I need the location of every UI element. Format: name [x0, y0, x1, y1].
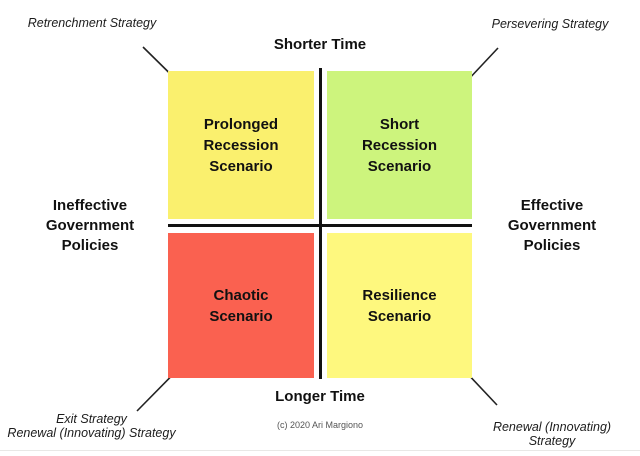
- axis-label-ineffective-government-policies: Ineffective Government Policies: [45, 197, 135, 254]
- axis-label-shorter-time: Shorter Time: [273, 36, 367, 53]
- axis-label-longer-time: Longer Time: [275, 388, 365, 405]
- quadrant-chaotic-scenario: Chaotic Scenario: [168, 233, 314, 378]
- annotation-retrenchment-strategy: Retrenchment Strategy: [27, 16, 157, 30]
- horizontal-axis-line: [168, 224, 472, 227]
- annotation-persevering-strategy: Persevering Strategy: [491, 17, 609, 31]
- quadrant-resilience-scenario: Resilience Scenario: [327, 233, 472, 378]
- vertical-axis-line: [319, 68, 322, 379]
- axis-label-effective-government-policies: Effective Government Policies: [507, 197, 597, 254]
- quadrant-prolonged-recession-scenario: Prolonged Recession Scenario: [168, 71, 314, 219]
- annotation-exit-renewal-strategy: Exit Strategy Renewal (Innovating) Strat…: [7, 412, 176, 440]
- annotation-renewal-strategy: Renewal (Innovating) Strategy: [492, 420, 612, 448]
- copyright-text: (c) 2020 Ari Margiono: [276, 420, 364, 430]
- quadrant-short-recession-scenario: Short Recession Scenario: [327, 71, 472, 219]
- slide-bottom-edge: [0, 450, 640, 451]
